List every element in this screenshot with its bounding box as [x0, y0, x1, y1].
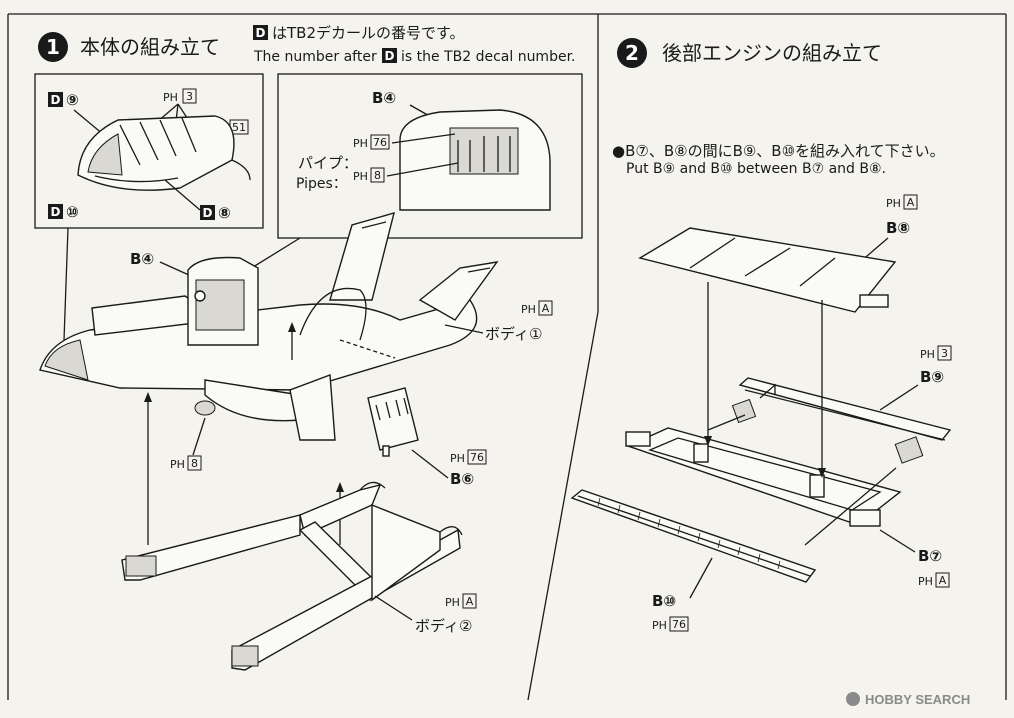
step1-number: 1: [46, 35, 60, 59]
engine-assembly: PH A B⑧ PH 3 B⑨ B⑦ PH: [570, 194, 952, 632]
decal-d10-num: ⑩: [66, 203, 79, 221]
svg-text:PH: PH: [920, 348, 935, 361]
pipes-en: Pipes：: [296, 176, 347, 192]
tail-fin-right: [418, 261, 499, 321]
svg-text:8: 8: [191, 457, 198, 470]
svg-text:A: A: [542, 302, 550, 315]
decal-note-jp: はTB2デカールの番号です。: [272, 24, 465, 42]
svg-text:PH: PH: [353, 137, 368, 150]
body2-label: ボディ②: [415, 617, 472, 635]
svg-text:3: 3: [941, 347, 948, 360]
b9-label: B⑨: [920, 368, 944, 386]
svg-text:PH: PH: [163, 91, 178, 104]
inset-nose: D ⑨ PH 3 PH 51 D ⑩ D ⑧: [34, 73, 264, 341]
nose-part: [44, 339, 89, 381]
decal-d8-num: ⑧: [218, 204, 231, 222]
body1-label: ボディ①: [485, 325, 542, 343]
svg-text:A: A: [466, 595, 474, 608]
svg-text:PH: PH: [353, 170, 368, 183]
pipes-jp: パイプ：: [298, 154, 358, 172]
decal-d10-icon: [48, 204, 63, 219]
step2-header: 2 後部エンジンの組み立て ●B⑦、B⑧の間にB⑨、B⑩を組み入れて下さい。 P…: [612, 38, 945, 177]
svg-text:D: D: [51, 205, 61, 219]
decal-d9-icon: [48, 92, 63, 107]
step2-instruction-en: Put B⑨ and B⑩ between B⑦ and B⑧.: [626, 161, 886, 177]
decal-d9-num: ⑨: [66, 91, 79, 109]
watermark: HOBBY SEARCH: [846, 692, 970, 707]
tail-fin-left: [329, 211, 395, 301]
step1-header: 1 本体の組み立て D はTB2デカールの番号です。 The number af…: [38, 24, 576, 65]
svg-text:A: A: [939, 574, 947, 587]
b6-part: PH 76 B⑥: [336, 387, 487, 545]
body2-stand: PH A ボディ②: [121, 481, 477, 671]
svg-text:PH: PH: [652, 619, 667, 632]
decal-note-en-before: The number after: [253, 49, 377, 65]
b7-label: B⑦: [918, 547, 942, 565]
decal-icon-2: [382, 48, 397, 63]
frame: [7, 13, 1007, 701]
svg-text:8: 8: [374, 169, 381, 182]
svg-text:PH: PH: [886, 197, 901, 210]
svg-text:76: 76: [672, 618, 686, 631]
decal-icon-letter: D: [256, 26, 266, 40]
svg-text:3: 3: [186, 90, 193, 103]
step2-title: 後部エンジンの組み立て: [662, 41, 882, 65]
watermark-text: HOBBY SEARCH: [865, 692, 970, 707]
b6-label: B⑥: [450, 470, 474, 488]
step2-number: 2: [625, 41, 639, 65]
svg-text:51: 51: [232, 121, 246, 134]
svg-text:PH: PH: [445, 596, 460, 609]
inset-pipes: B④ PH 76 パイプ： Pipes： PH 8: [244, 73, 583, 273]
svg-text:76: 76: [470, 451, 484, 464]
decal-d8-icon: [200, 205, 215, 220]
step2-badge: [617, 38, 647, 68]
inset-b4-label: B④: [372, 89, 396, 107]
svg-text:A: A: [907, 196, 915, 209]
main-b4-label: B④: [130, 250, 154, 268]
step1-badge: [38, 32, 68, 62]
decal-note-en-after: is the TB2 decal number.: [401, 49, 576, 65]
watermark-logo-icon: [846, 692, 860, 706]
svg-text:D: D: [203, 206, 213, 220]
main-model-1: B④ PH A ボディ① PH 8: [39, 211, 553, 545]
b8-label: B⑧: [886, 219, 910, 237]
svg-text:PH: PH: [521, 303, 536, 316]
step2-instruction-jp: ●B⑦、B⑧の間にB⑨、B⑩を組み入れて下さい。: [612, 142, 945, 160]
svg-text:D: D: [51, 93, 61, 107]
svg-text:PH: PH: [450, 452, 465, 465]
svg-text:PH: PH: [170, 458, 185, 471]
svg-text:PH: PH: [918, 575, 933, 588]
b9-rail: [738, 377, 952, 441]
b10-label: B⑩: [652, 592, 676, 610]
svg-text:76: 76: [373, 136, 387, 149]
b8-plate: [638, 227, 897, 313]
stand-rail-front: [121, 514, 301, 581]
decal-icon-2-letter: D: [385, 49, 395, 63]
decal-icon: [253, 25, 268, 40]
step1-title: 本体の組み立て: [80, 35, 220, 59]
